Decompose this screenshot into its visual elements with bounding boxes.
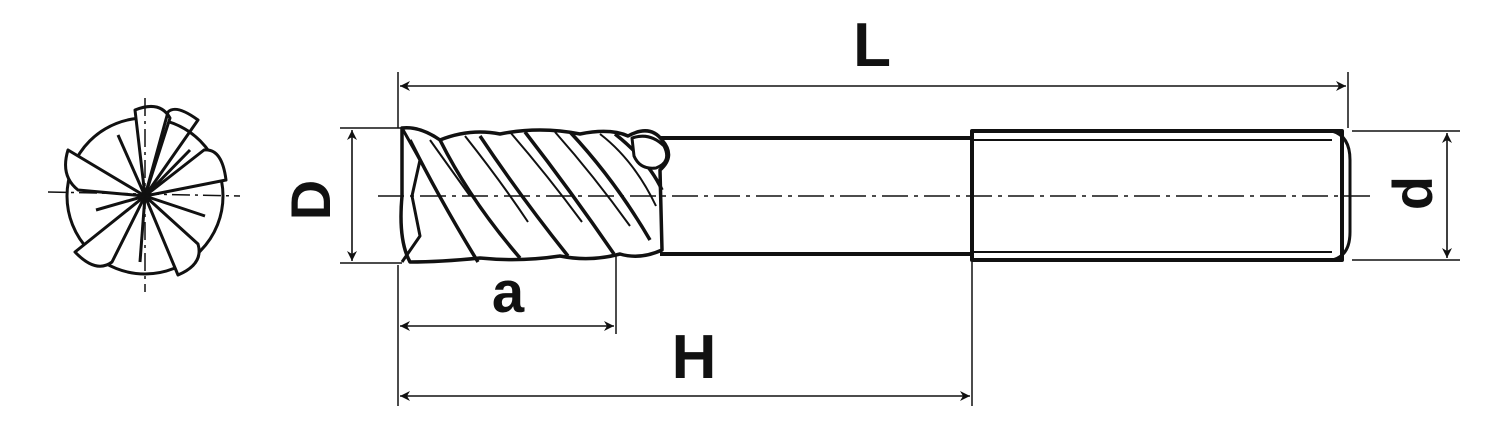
label-d: d [1381,176,1444,210]
dimension-lines [347,81,1452,401]
cutter-end-view [47,98,241,292]
label-D: D [279,180,342,220]
extension-lines [340,72,1460,406]
label-L: L [853,11,891,80]
label-H: H [672,323,717,392]
fluted-head [399,126,671,264]
label-a: a [492,260,525,325]
